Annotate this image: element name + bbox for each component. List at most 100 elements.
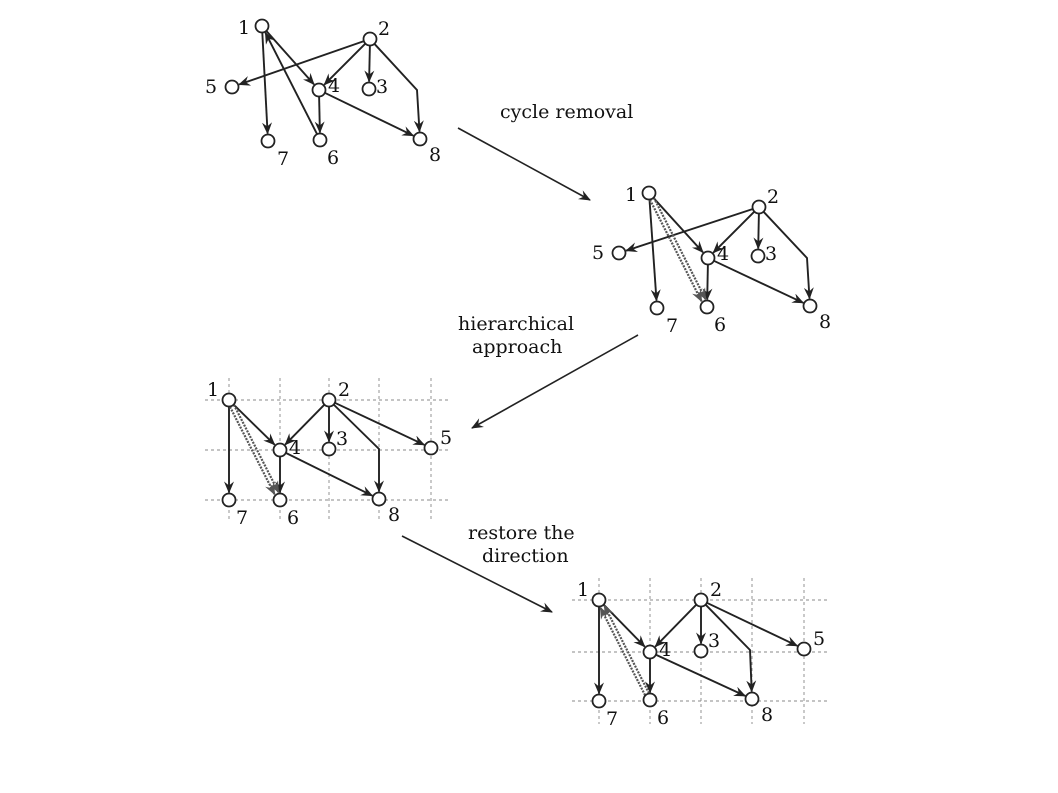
edges: [594, 601, 799, 697]
node-label-4: 4: [717, 243, 729, 265]
node-label-5: 5: [813, 628, 825, 650]
edge-2-to-8: [762, 211, 814, 300]
reversed-edge-1-to-6-shadow: [652, 197, 707, 301]
edge-2-to-8: [332, 403, 384, 493]
node-label-3: 3: [336, 428, 348, 450]
edge-2-to-5: [334, 401, 426, 446]
node-label-3: 3: [765, 243, 777, 265]
edge-1-to-4: [265, 30, 315, 86]
node-label-7: 7: [606, 708, 618, 730]
node-label-7: 7: [236, 507, 248, 529]
edge-2-to-4: [712, 210, 756, 254]
node-6: [312, 132, 328, 148]
caption-restore-line2: direction: [482, 545, 569, 567]
node-1: [221, 392, 237, 408]
edge-2-to-5: [625, 208, 754, 253]
caption-restore-line1: restore the: [468, 522, 575, 544]
node-7: [649, 300, 665, 316]
node-2: [321, 392, 337, 408]
edges: [238, 30, 424, 137]
node-label-1: 1: [625, 184, 637, 206]
node-label-2: 2: [767, 186, 779, 208]
node-8: [371, 491, 387, 507]
reversed-edge-1-to-6-shadow: [232, 404, 280, 494]
edge-4-to-8: [324, 91, 415, 137]
node-label-6: 6: [327, 147, 339, 169]
edge-4-to-8: [713, 259, 805, 304]
node-label-2: 2: [378, 18, 390, 40]
reversed-edge-1-to-6: [229, 406, 276, 496]
node-5: [611, 245, 627, 261]
edge-4-to-8: [655, 653, 747, 697]
edge-2-to-4: [323, 42, 367, 86]
node-8: [744, 691, 760, 707]
node-6: [272, 492, 288, 508]
edge-4-to-6: [702, 264, 713, 301]
node-label-2: 2: [338, 379, 350, 401]
node-8: [412, 131, 428, 147]
node-label-6: 6: [714, 314, 726, 336]
node-4: [272, 442, 288, 458]
node-4: [311, 82, 327, 98]
node-2: [362, 31, 378, 47]
edge-2-to-5: [706, 601, 799, 647]
node-label-5: 5: [592, 242, 604, 264]
node-3: [321, 441, 337, 457]
node-3: [361, 81, 377, 97]
reversed-edge-6-to-1-shadow: [599, 606, 647, 696]
edge-2-to-3: [753, 213, 764, 250]
node-label-1: 1: [577, 579, 589, 601]
node-4: [642, 644, 658, 660]
edges: [224, 401, 426, 497]
caption-cycle-removal: cycle removal: [500, 101, 633, 123]
edge-1-to-4: [232, 403, 276, 446]
node-label-8: 8: [761, 704, 773, 726]
node-3: [750, 248, 766, 264]
node-5: [796, 641, 812, 657]
node-1: [641, 185, 657, 201]
node-6: [642, 692, 658, 708]
edge-1-to-7: [261, 32, 273, 135]
edge-1-to-4: [652, 197, 704, 254]
node-label-1: 1: [207, 379, 219, 401]
node-1: [254, 18, 270, 34]
node-3: [693, 643, 709, 659]
edge-6-to-1: [264, 31, 318, 135]
reversed-edge-6-to-1: [603, 604, 650, 694]
node-label-3: 3: [376, 76, 388, 98]
node-label-3: 3: [708, 630, 720, 652]
nodes: 1 2 3 4 5 6 7 8: [577, 579, 825, 730]
flow-arrow-cycle-removal: [457, 127, 591, 201]
node-7: [221, 492, 237, 508]
node-5: [224, 79, 240, 95]
node-label-7: 7: [277, 148, 289, 170]
reversed-edge-1-to-6: [649, 199, 703, 303]
node-label-4: 4: [659, 639, 671, 661]
node-1: [591, 592, 607, 608]
node-label-4: 4: [328, 75, 340, 97]
edge-2-to-4: [284, 403, 326, 446]
node-label-5: 5: [205, 76, 217, 98]
node-label-2: 2: [710, 579, 722, 601]
node-5: [423, 440, 439, 456]
node-label-7: 7: [666, 315, 678, 337]
flow-arrow-restore: [401, 535, 553, 613]
edge-2-to-5: [238, 40, 365, 86]
edge-2-to-3: [364, 45, 375, 83]
node-2: [751, 199, 767, 215]
panel-restored: 1 2 3 4 5 6 7 8: [572, 578, 830, 730]
node-label-8: 8: [429, 144, 441, 166]
node-8: [802, 298, 818, 314]
node-label-6: 6: [657, 707, 669, 729]
edge-2-to-8: [704, 603, 757, 693]
node-label-1: 1: [238, 17, 250, 39]
edge-2-to-4: [654, 603, 698, 648]
flow-arrow-hierarchical: [471, 334, 639, 429]
edge-1-to-7: [648, 199, 661, 302]
caption-hierarchical-line1: hierarchical: [458, 313, 574, 335]
